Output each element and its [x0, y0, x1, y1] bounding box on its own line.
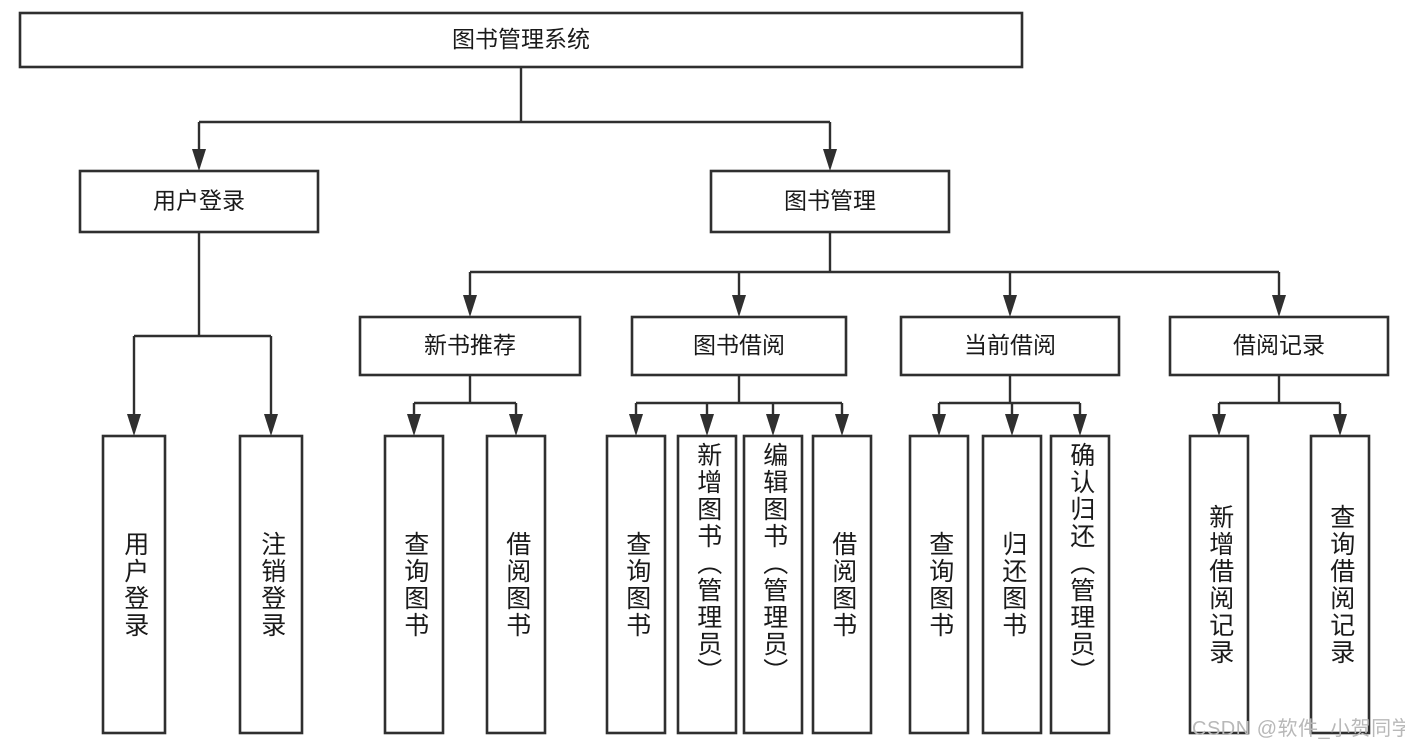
node-leaf-query-book-3[interactable] — [908, 434, 970, 735]
node-hit-leaf-query-book-3[interactable] — [910, 436, 968, 733]
node-book-borrow[interactable]: 图书借阅 — [630, 315, 848, 377]
node-box-leaf-query-book-2[interactable] — [605, 434, 667, 735]
node-hit-leaf-borrow-book-2[interactable] — [813, 436, 871, 733]
node-hit-leaf-query-book-1[interactable] — [385, 436, 443, 733]
node-hit-leaf-user-logout[interactable] — [240, 436, 302, 733]
node-box-book-borrow[interactable] — [630, 315, 848, 377]
arrow-head-leaf-borrow-book-2 — [835, 414, 849, 436]
node-box-root[interactable] — [18, 11, 1024, 69]
node-user-login[interactable]: 用户登录 — [78, 169, 320, 234]
node-box-leaf-confirm-return[interactable] — [1049, 434, 1111, 735]
node-hit-leaf-borrow-book-1[interactable] — [487, 436, 545, 733]
node-leaf-add-book[interactable] — [676, 434, 738, 735]
node-borrow-record[interactable]: 借阅记录 — [1168, 315, 1390, 377]
arrow-head-user-login — [192, 149, 206, 171]
arrow-head-leaf-add-record — [1212, 414, 1226, 436]
node-label-user-login: 用户登录 — [153, 188, 245, 214]
arrow-head-leaf-borrow-book-1 — [509, 414, 523, 436]
connector-layer — [127, 67, 1347, 436]
node-box-current-borrow[interactable] — [899, 315, 1121, 377]
node-leaf-user-login[interactable] — [101, 434, 167, 735]
node-box-leaf-return-book[interactable] — [981, 434, 1043, 735]
node-box-new-book-rec[interactable] — [358, 315, 582, 377]
node-book-manage[interactable]: 图书管理 — [709, 169, 951, 234]
node-label-borrow-record: 借阅记录 — [1233, 332, 1325, 358]
node-leaf-confirm-return[interactable] — [1049, 434, 1111, 735]
node-box-leaf-user-logout[interactable] — [238, 434, 304, 735]
node-leaf-edit-book[interactable] — [742, 434, 804, 735]
node-box-borrow-record[interactable] — [1168, 315, 1390, 377]
node-box-leaf-user-login[interactable] — [101, 434, 167, 735]
node-label-current-borrow: 当前借阅 — [964, 332, 1056, 358]
arrow-head-current-borrow — [1003, 295, 1017, 317]
arrow-head-leaf-confirm-return — [1073, 414, 1087, 436]
node-hit-leaf-return-book[interactable] — [983, 436, 1041, 733]
node-leaf-query-book-1[interactable] — [383, 434, 445, 735]
node-box-leaf-add-book[interactable] — [676, 434, 738, 735]
csdn-watermark: CSDN @软件_小贺同学 — [1192, 718, 1405, 740]
node-label-root: 图书管理系统 — [452, 26, 590, 52]
node-hit-leaf-user-login[interactable] — [103, 436, 165, 733]
node-hit-leaf-add-record[interactable] — [1190, 436, 1248, 733]
arrow-head-leaf-query-book-2 — [629, 414, 643, 436]
node-leaf-query-book-2[interactable] — [605, 434, 667, 735]
node-box-leaf-borrow-book-1[interactable] — [485, 434, 547, 735]
node-new-book-rec[interactable]: 新书推荐 — [358, 315, 582, 377]
arrow-head-book-borrow — [732, 295, 746, 317]
node-box-leaf-query-book-1[interactable] — [383, 434, 445, 735]
arrow-head-leaf-user-logout — [264, 414, 278, 436]
arrow-head-leaf-add-book — [700, 414, 714, 436]
node-box-user-login[interactable] — [78, 169, 320, 234]
node-current-borrow[interactable]: 当前借阅 — [899, 315, 1121, 377]
node-hit-leaf-query-book-2[interactable] — [607, 436, 665, 733]
node-leaf-user-logout[interactable] — [238, 434, 304, 735]
node-hit-leaf-confirm-return[interactable] — [1051, 436, 1109, 733]
node-leaf-add-record[interactable] — [1188, 434, 1250, 735]
arrow-head-book-manage — [823, 149, 837, 171]
node-leaf-borrow-book-2[interactable] — [811, 434, 873, 735]
node-hit-leaf-query-record[interactable] — [1311, 436, 1369, 733]
node-leaf-borrow-book-1[interactable] — [485, 434, 547, 735]
node-box-leaf-add-record[interactable] — [1188, 434, 1250, 735]
arrow-head-leaf-user-login — [127, 414, 141, 436]
node-leaf-query-record[interactable] — [1309, 434, 1371, 735]
node-hit-leaf-add-book[interactable] — [678, 436, 736, 733]
node-root[interactable]: 图书管理系统 — [18, 11, 1024, 69]
node-box-book-manage[interactable] — [709, 169, 951, 234]
node-hit-leaf-edit-book[interactable] — [744, 436, 802, 733]
arrow-head-leaf-edit-book — [766, 414, 780, 436]
node-box-leaf-edit-book[interactable] — [742, 434, 804, 735]
node-box-leaf-query-record[interactable] — [1309, 434, 1371, 735]
node-label-book-borrow: 图书借阅 — [693, 332, 785, 358]
arrow-head-leaf-query-book-3 — [932, 414, 946, 436]
node-leaf-return-book[interactable] — [981, 434, 1043, 735]
node-box-leaf-query-book-3[interactable] — [908, 434, 970, 735]
arrow-head-leaf-query-record — [1333, 414, 1347, 436]
arrow-head-leaf-query-book-1 — [407, 414, 421, 436]
node-label-book-manage: 图书管理 — [784, 188, 876, 214]
arrow-head-leaf-return-book — [1005, 414, 1019, 436]
arrow-head-borrow-record — [1272, 295, 1286, 317]
arrow-head-new-book-rec — [463, 295, 477, 317]
node-box-leaf-borrow-book-2[interactable] — [811, 434, 873, 735]
node-label-new-book-rec: 新书推荐 — [424, 332, 516, 358]
